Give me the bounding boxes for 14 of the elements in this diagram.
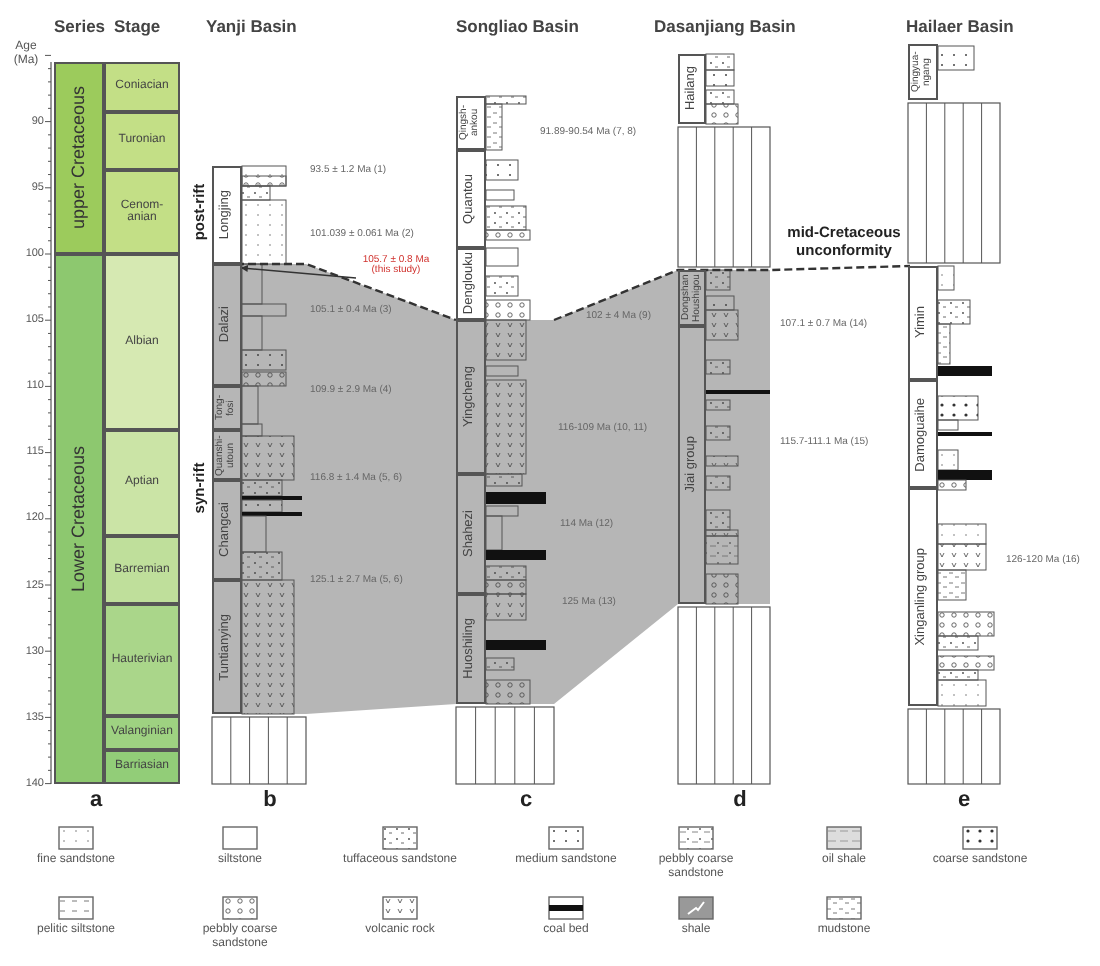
series-cell: upper Cretaceous	[54, 62, 104, 254]
panel-letter: d	[733, 788, 747, 812]
column-heading: Songliao Basin	[456, 16, 579, 36]
column-heading: Dasanjiang Basin	[654, 16, 796, 36]
column-heading: Series	[54, 16, 106, 36]
leader-arrow	[240, 265, 357, 279]
column-heading: Yanji Basin	[206, 16, 297, 36]
column-heading: Hailaer Basin	[906, 16, 1014, 36]
column-heading: Stage	[114, 16, 161, 36]
panel-letter: b	[263, 788, 277, 812]
series-cell: Lower Cretaceous	[54, 254, 104, 784]
panel-letter: e	[957, 788, 971, 812]
panel-letter: c	[519, 788, 533, 812]
panel-letter: a	[89, 788, 103, 812]
